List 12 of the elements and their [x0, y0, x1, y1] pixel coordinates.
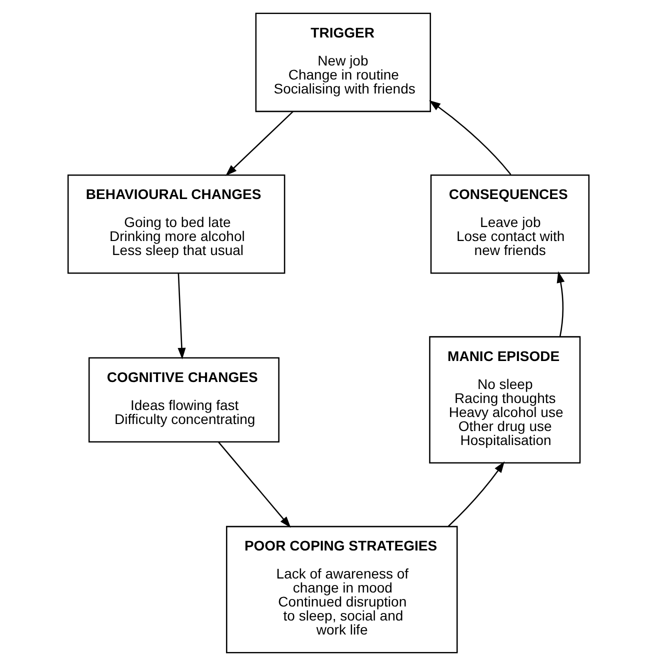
arrow [448, 461, 505, 527]
arrow [556, 271, 565, 337]
arrow [429, 100, 512, 175]
arrow [178, 273, 186, 360]
node-box: BEHAVIOURAL CHANGES Going to bed late Drinking more alcohol Less sleep that usual [67, 174, 286, 274]
node-box: TRIGGER New job Change in routine Socialising with friends [255, 12, 431, 112]
node-box: CONSEQUENCES Leave job Lose contact with new friends [430, 174, 590, 274]
arrow [218, 442, 291, 528]
arrow [226, 110, 294, 176]
node-box: POOR COPING STRATEGIES Lack of awareness of change in mood Continued disruption to sleep, social and work life [226, 526, 458, 654]
node-box: MANIC EPISODE No sleep Racing thoughts Heavy alcohol use Other drug use Hospitalisation [429, 336, 581, 464]
node-box: COGNITIVE CHANGES Ideas flowing fast Difficulty concentrating [88, 357, 280, 443]
